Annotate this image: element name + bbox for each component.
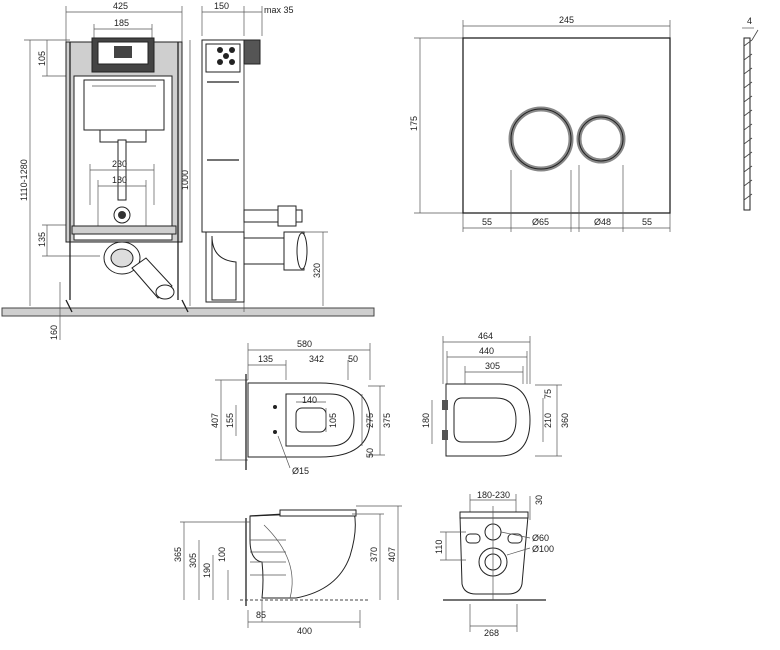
flush-plate-view [414, 20, 759, 232]
dim-small-button: Ø48 [594, 217, 611, 227]
dim-plate-thickness: 4 [747, 16, 752, 26]
toilet-top-view [215, 343, 385, 470]
dim-plate-width: 245 [559, 15, 574, 25]
dim-top-bowl: 342 [309, 354, 324, 364]
dim-rear-outlet: Ø100 [532, 544, 554, 554]
dim-side-outlet-height: 320 [312, 263, 322, 278]
dim-top-length: 580 [297, 339, 312, 349]
dim-side-height-outlet: 305 [188, 553, 198, 568]
dim-plate-margin-right: 55 [642, 217, 652, 227]
dim-side-length: 400 [297, 626, 312, 636]
dim-rear-top: 30 [534, 495, 544, 505]
dim-side-max: max 35 [264, 5, 294, 15]
dim-side-height-bottom: 100 [217, 547, 227, 562]
dim-plate-margin-left: 55 [482, 217, 492, 227]
dim-height-range: 1110-1280 [19, 159, 29, 201]
dim-frame-height: 1000 [180, 170, 190, 190]
seat-top-view [431, 336, 562, 457]
dim-seat-rim-offset: 75 [543, 389, 553, 399]
dim-top-front-gap: 50 [365, 448, 375, 458]
dim-top-rear: 135 [258, 354, 273, 364]
dim-top-mount-spacing: 155 [225, 413, 235, 428]
dim-seat-hinge-front: 305 [485, 361, 500, 371]
frame-front-view [24, 6, 189, 340]
toilet-rear-view [440, 494, 546, 632]
dim-top-hole: Ø15 [292, 466, 309, 476]
dim-rear-side: 110 [434, 540, 444, 554]
dim-top-opening-side: 275 [365, 413, 375, 428]
toilet-side-view [180, 505, 402, 628]
dim-top-width: 407 [210, 413, 220, 428]
dim-bolt-spacing: 180 [112, 175, 127, 185]
dim-rear-spacing: 180-230 [477, 490, 510, 500]
dim-top-outer-width: 375 [382, 413, 392, 428]
dim-plate-height: 175 [409, 116, 419, 131]
dim-side-height-fix: 190 [202, 563, 212, 578]
dim-top-offset: 105 [37, 51, 47, 66]
dim-top-front: 50 [348, 354, 358, 364]
dim-seat-length: 464 [478, 331, 493, 341]
dim-side-depth: 150 [214, 1, 229, 11]
dim-outlet-height: 135 [37, 232, 47, 247]
dim-side-overall-height: 407 [387, 547, 397, 562]
dim-top-opening-width: 105 [328, 413, 338, 428]
dim-rear-width: 268 [484, 628, 499, 638]
dim-rear-inlet: Ø60 [532, 533, 549, 543]
dim-pipe-spacing: 230 [112, 159, 127, 169]
dim-seat-hinge-spacing: 180 [421, 413, 431, 428]
dim-seat-outer-width: 360 [560, 413, 570, 428]
dim-side-base: 85 [256, 610, 266, 620]
dim-bracket-width: 185 [114, 18, 129, 28]
dim-large-button: Ø65 [532, 217, 549, 227]
dim-side-front-height: 370 [369, 547, 379, 562]
dim-side-height-total: 365 [173, 547, 183, 562]
dim-floor-offset: 160 [49, 325, 59, 340]
frame-side-view [189, 6, 328, 312]
dim-top-opening-length: 140 [302, 395, 317, 405]
dim-seat-width: 210 [543, 413, 553, 428]
dim-seat-inner-length: 440 [479, 346, 494, 356]
dim-frame-width: 425 [113, 1, 128, 11]
